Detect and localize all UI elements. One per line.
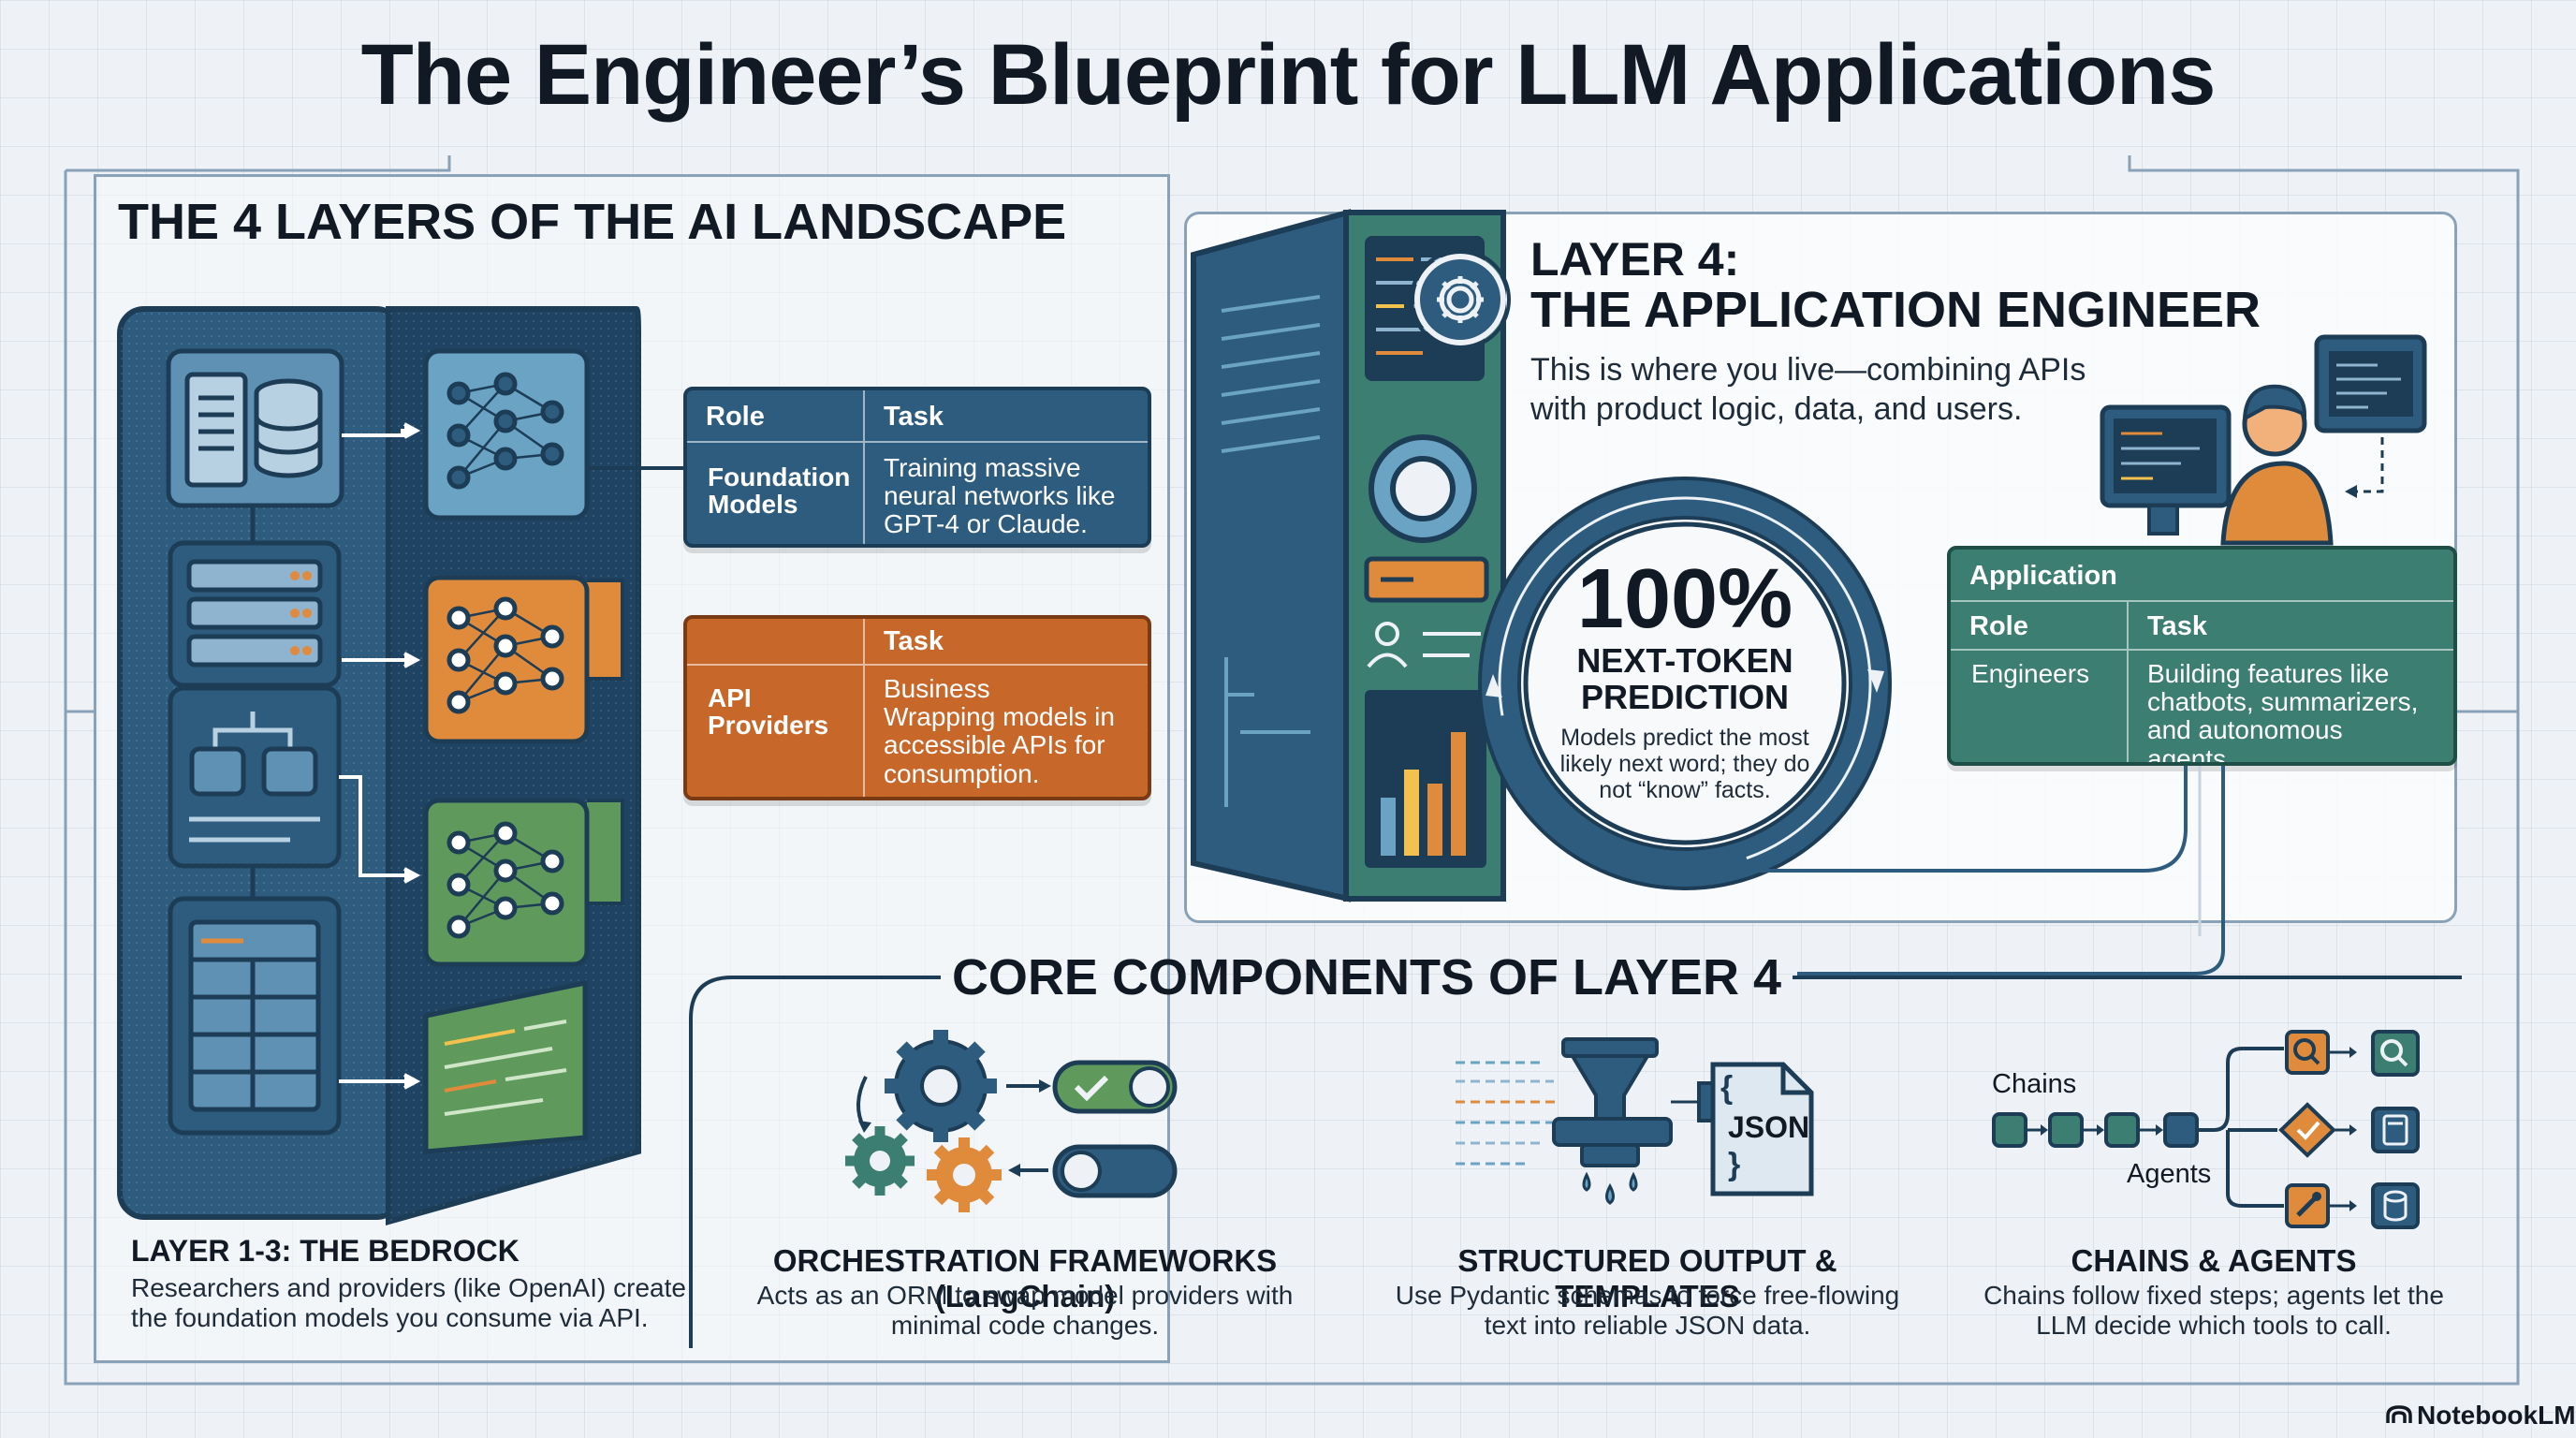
col-task-header: Task (2127, 602, 2226, 649)
toggle-off-icon (1052, 1144, 1178, 1198)
code-screen-icon (423, 979, 588, 1154)
json-file-icon (1710, 1062, 1814, 1196)
chains-title: CHAINS & AGENTS (2071, 1243, 2357, 1278)
neural-network-icon (423, 348, 590, 521)
chains-label: Chains (1992, 1069, 2077, 1099)
orchestration-title: ORCHESTRATION FRAMEWORKS (LangChain) (772, 1243, 1278, 1313)
role-api-providers: API Providers (708, 683, 829, 741)
col-task-header: Task (863, 619, 962, 664)
col-role-header: Role (1969, 611, 2028, 641)
metric-label-line2: PREDICTION (1580, 678, 1789, 716)
task-api-line1: Business (884, 674, 990, 703)
layer4-title-line1: LAYER 4: (1530, 233, 1740, 286)
metric-desc: Models predict the most likely next word… (1559, 725, 1810, 803)
chain-steps (1992, 1112, 2199, 1148)
json-brace-close: } (1728, 1147, 1741, 1182)
database-icon (2371, 1182, 2420, 1229)
neural-network-icon-green (423, 798, 590, 967)
decision-icon (2278, 1102, 2336, 1158)
gear-icon-orange (927, 1137, 1002, 1212)
search-icon (2285, 1030, 2330, 1075)
task-api-providers: Business Wrapping models in accessible A… (863, 666, 1148, 797)
toggle-on-icon (1052, 1060, 1178, 1114)
wrench-icon (2285, 1183, 2330, 1228)
col-role-header: Role (706, 402, 765, 432)
funnel-icon (1552, 1037, 1673, 1167)
json-label: JSON (1728, 1110, 1810, 1144)
api-providers-table: Task API Providers Business Wrapping mod… (683, 615, 1151, 800)
engineer-illustration (2100, 334, 2427, 546)
landscape-heading: THE 4 LAYERS OF THE AI LANDSCAPE (118, 194, 1067, 250)
application-caption: Application (1969, 561, 2117, 591)
calculator-icon (2371, 1107, 2420, 1153)
bedrock-title: LAYER 1-3: THE BEDROCK (131, 1234, 520, 1268)
core-heading: CORE COMPONENTS OF LAYER 4 (951, 949, 1782, 1005)
server-tower-illustration (1191, 209, 1511, 902)
layer4-title-line2: THE APPLICATION ENGINEER (1530, 282, 2261, 338)
task-api-rest: Wrapping models in accessible APIs for c… (884, 702, 1115, 788)
structured-title: STRUCTURED OUTPUT & TEMPLATES (1457, 1243, 1837, 1313)
task-foundation-models: Training massive neural networks like GP… (863, 443, 1148, 544)
table-grid-icon (168, 896, 342, 1136)
structured-output-illustration (1456, 1037, 1814, 1205)
hierarchy-icon (168, 685, 342, 869)
chains-agents-illustration (1992, 1030, 2420, 1229)
person-icon (1367, 622, 1481, 668)
bedrock-desc: Researchers and providers (like OpenAI) … (131, 1273, 686, 1333)
role-foundation-models: Foundation Models (708, 462, 851, 520)
gear-icon (1437, 276, 1484, 323)
gear-icon-small (845, 1126, 915, 1196)
page-title: The Engineer’s Blueprint for LLM Applica… (360, 27, 2217, 123)
chains-desc: Chains follow fixed steps; agents let th… (1983, 1281, 2444, 1341)
role-engineers: Engineers (1971, 659, 2090, 688)
orchestration-illustration (845, 1030, 1178, 1212)
metric-label-line1: NEXT-TOKEN (1576, 641, 1793, 680)
notebooklm-logo-icon (2386, 1405, 2412, 1423)
foundation-models-table: Role Task Foundation Models Training mas… (683, 387, 1151, 548)
task-engineers: Building features like chatbots, summari… (2127, 651, 2453, 762)
layer4-desc: This is where you live—combining APIs wi… (1530, 352, 2086, 428)
gear-icon (885, 1030, 997, 1142)
orchestration-desc: Acts as an ORM to swap model providers w… (756, 1281, 1294, 1341)
json-brace-open: { (1720, 1070, 1734, 1106)
application-table: Application Role Task Engineers Building… (1947, 546, 2457, 766)
col-task-header: Task (863, 390, 962, 441)
server-database-icon (166, 348, 344, 508)
bedrock-stack-illustration (117, 306, 685, 1225)
agents-label: Agents (2127, 1159, 2212, 1189)
metric-value: 100% (1576, 552, 1793, 646)
search-icon-teal (2371, 1030, 2420, 1077)
structured-desc: Use Pydantic schemas to force free-flowi… (1395, 1281, 1900, 1341)
brand-label: NotebookLM (2417, 1401, 2576, 1430)
neural-network-icon-orange (423, 575, 590, 744)
